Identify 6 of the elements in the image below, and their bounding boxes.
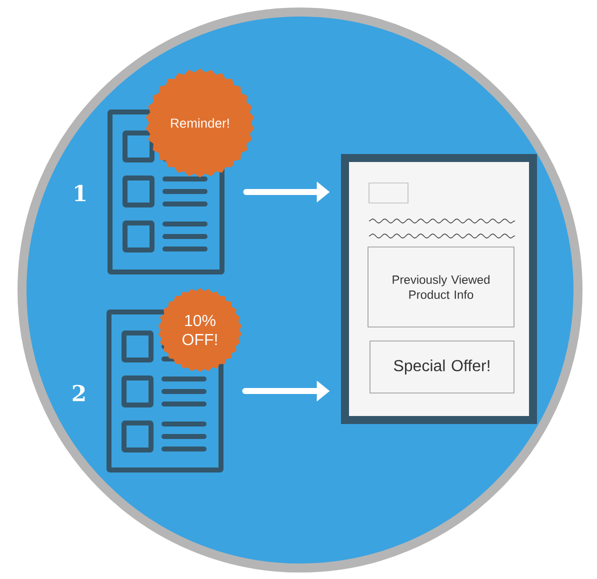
step-number: 1 [75,184,86,202]
step-number: 2 [72,384,85,402]
text-box: Previously Viewed Product Info [368,246,514,328]
text-box: Special Offer! [370,340,514,394]
starburst-badge: Reminder! [146,68,254,178]
starburst-badge: 10% OFF! [158,288,242,372]
